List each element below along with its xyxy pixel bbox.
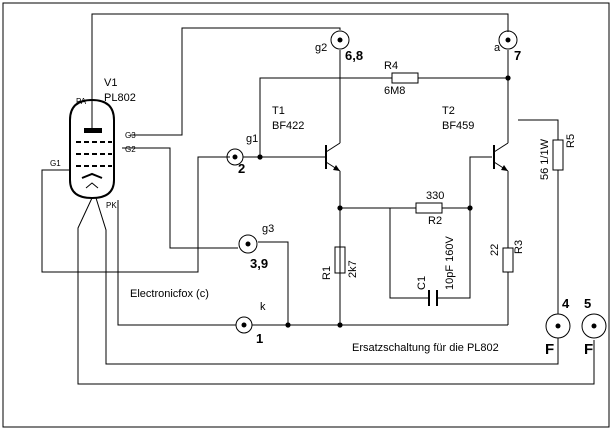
terminal-f5-pin: 5 <box>584 296 591 311</box>
r1-value-label: 2k7 <box>347 260 359 278</box>
c1-value-label: 10pF 160V <box>444 236 456 290</box>
terminal-g2 <box>330 30 350 50</box>
tube-pin-pk: PK <box>106 201 117 210</box>
junction-dots <box>257 75 511 328</box>
terminal-f5-label: F <box>584 341 593 358</box>
capacitor-c1 <box>428 290 438 306</box>
tube-type-label: PL802 <box>104 92 136 104</box>
r1-ref-label: R1 <box>321 266 333 280</box>
tube-heater <box>85 182 99 189</box>
resistor-r1 <box>334 246 346 274</box>
tube-pin-pa: PA <box>76 97 87 106</box>
terminal-k-label: k <box>260 301 266 313</box>
terminal-a-label: a <box>494 42 501 54</box>
tube-ref-label: V1 <box>104 77 117 89</box>
tube-pin-g3: G3 <box>125 131 136 140</box>
t1-type-label: BF422 <box>272 120 304 132</box>
terminal-f4 <box>545 313 571 339</box>
tube-envelope <box>69 98 115 200</box>
tube-v1 <box>69 98 115 200</box>
tube-plate <box>84 128 102 133</box>
resistor-r5 <box>552 139 564 171</box>
terminal-g2-pin: 6,8 <box>345 48 363 63</box>
tube-cathode <box>81 172 103 179</box>
credit-label: Electronicfox (c) <box>130 288 209 300</box>
caption-label: Ersatzschaltung für die PL802 <box>352 342 499 354</box>
resistor-r4 <box>391 72 419 84</box>
r3-ref-label: R3 <box>513 240 525 254</box>
terminal-g3 <box>238 234 258 254</box>
tube-pin-g1: G1 <box>50 159 61 168</box>
t2-type-label: BF459 <box>442 120 474 132</box>
c1-ref-label: C1 <box>416 276 428 290</box>
t2-ref-label: T2 <box>442 105 455 117</box>
terminal-f4-label: F <box>545 341 554 358</box>
r2-value-label: 330 <box>426 190 444 202</box>
terminal-a-pin: 7 <box>514 48 521 63</box>
r3-value-label: 22 <box>489 244 501 256</box>
terminal-k <box>235 316 253 334</box>
terminal-g3-label: g3 <box>262 223 274 235</box>
terminal-g2-label: g2 <box>315 42 327 54</box>
r4-ref-label: R4 <box>384 60 398 72</box>
transistor-t1 <box>325 142 341 172</box>
r4-value-label: 6M8 <box>384 85 405 97</box>
terminal-a <box>498 30 518 50</box>
terminal-g1-pin: 2 <box>238 161 245 176</box>
transistor-t2 <box>493 142 509 172</box>
r2-ref-label: R2 <box>428 215 442 227</box>
terminal-k-pin: 1 <box>256 331 263 346</box>
resistor-r3 <box>502 247 514 273</box>
terminal-f4-pin: 4 <box>562 296 570 311</box>
r5-ref-label: R5 <box>565 134 577 148</box>
t1-ref-label: T1 <box>272 105 285 117</box>
wires <box>41 13 595 385</box>
terminal-g1 <box>226 148 244 166</box>
terminal-f5 <box>581 313 607 339</box>
resistor-r2 <box>415 202 443 214</box>
r5-value-label: 56 1/1W <box>539 138 551 180</box>
terminal-g1-label: g1 <box>246 133 258 145</box>
terminal-g3-pin: 3,9 <box>250 256 268 271</box>
tube-pin-g2: G2 <box>125 145 136 154</box>
